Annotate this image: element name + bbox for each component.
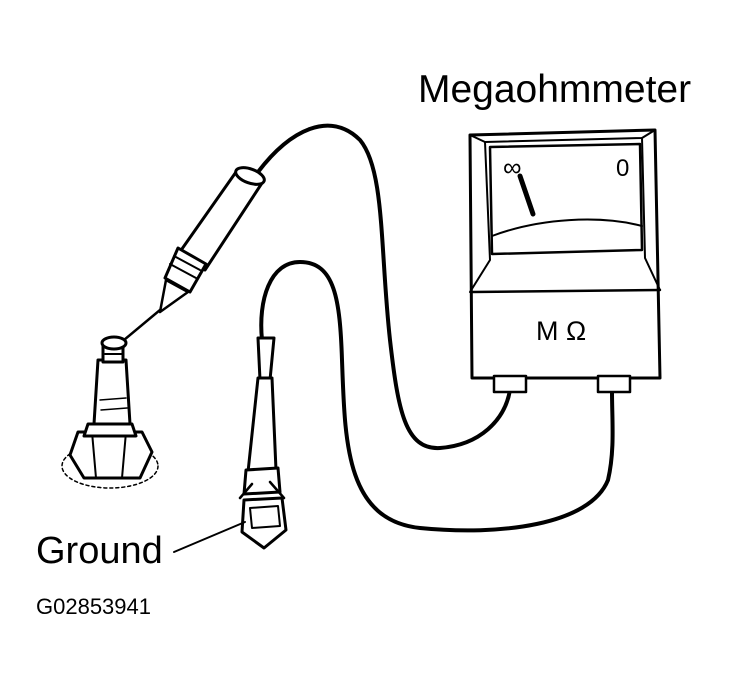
test-probe <box>122 166 266 342</box>
ground-label: Ground <box>36 530 163 572</box>
spark-plug <box>61 335 159 489</box>
megaohmmeter-device: ∞ 0 M Ω <box>468 128 662 394</box>
diagram-title: Megaohmmeter <box>418 68 692 111</box>
meter-terminal-right <box>596 374 632 394</box>
meter-scale-arc <box>491 218 643 237</box>
ground-leader-line <box>173 521 246 553</box>
ground-lead-wire <box>259 260 615 533</box>
figure-id: G02853941 <box>36 594 151 619</box>
meter-scale-zero: 0 <box>616 155 629 182</box>
ground-clip <box>238 336 288 550</box>
probe-lead-wire <box>256 123 512 451</box>
meter-unit-label: M Ω <box>536 316 586 346</box>
meter-scale-infinity: ∞ <box>503 152 522 182</box>
meter-terminal-left <box>492 374 528 394</box>
meter-needle <box>517 173 536 217</box>
